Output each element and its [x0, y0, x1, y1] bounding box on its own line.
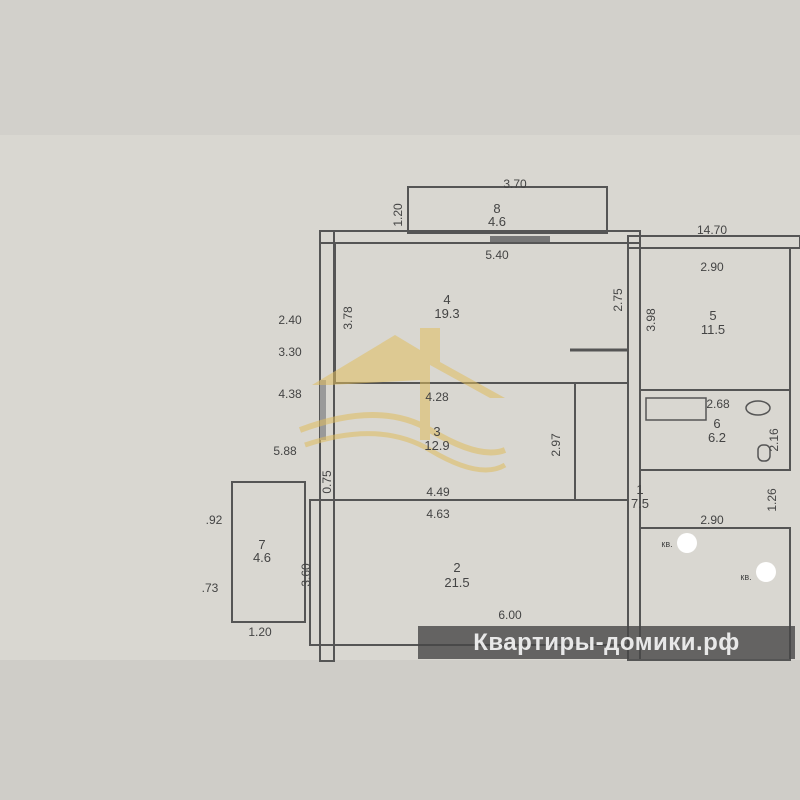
dim-label: 2.90: [700, 513, 724, 527]
redaction-dot: [677, 533, 697, 553]
blurred-top-band: [0, 0, 800, 135]
neighbor-flat-outline: [639, 527, 791, 661]
dim-label: 5.40: [485, 248, 509, 262]
dim-label: 2.40: [278, 313, 302, 327]
dim-label: 0.75: [320, 470, 334, 494]
dim-label: 3.98: [644, 308, 658, 332]
house-logo-watermark: [298, 328, 507, 473]
dim-label: 5.88: [273, 444, 297, 458]
sink-icon: [745, 400, 771, 416]
room-number: 3: [433, 424, 440, 439]
dim-label: 1.20: [248, 625, 272, 639]
dim-label: 4.49: [426, 485, 450, 499]
dim-label: 3.30: [278, 345, 302, 359]
room-number: 5: [709, 308, 716, 323]
dim-label: 3.60: [299, 563, 313, 587]
dim-label: 4.28: [425, 390, 449, 404]
walls: [231, 186, 800, 662]
room-area: 7.5: [631, 496, 649, 511]
room-number: 8: [493, 201, 500, 216]
dim-label: 2.75: [611, 288, 625, 312]
room-area: 19.3: [434, 306, 459, 321]
dim-label: 1.20: [391, 203, 405, 227]
redaction-dot: [756, 562, 776, 582]
dim-label: 2.68: [706, 397, 730, 411]
dim-label: 3.78: [341, 306, 355, 330]
bathtub-icon: [645, 397, 707, 421]
balcony-7-outline: [231, 481, 306, 623]
room-area: 11.5: [701, 322, 725, 337]
room-area: 6.2: [708, 430, 726, 445]
room-number: 7: [258, 537, 265, 552]
dim-label: 2.97: [549, 433, 563, 457]
dim-label: .73: [202, 581, 219, 595]
blurred-bottom-band: [0, 660, 800, 800]
room-area: 4.6: [488, 214, 506, 229]
room-number: 1: [636, 482, 643, 497]
balcony-8-outline: [407, 186, 608, 234]
room-area: 21.5: [444, 575, 469, 590]
watermark-banner: Квартиры-домики.рф: [418, 626, 795, 659]
dim-label: .92: [206, 513, 223, 527]
room-labels: 8 4.6 4 19.3 5 11.5 3 12.9 6 6.2 1 7.5 7…: [253, 201, 752, 590]
room-number: 6: [713, 416, 720, 431]
toilet-icon: [757, 444, 771, 462]
neighbor-flat-label: кв.: [740, 572, 751, 582]
dim-label: 2.90: [700, 260, 724, 274]
dim-label: 14.70: [697, 223, 727, 237]
room-number: 2: [453, 560, 460, 575]
room-area: 4.6: [253, 550, 271, 565]
neighbor-flat-label: кв.: [661, 539, 672, 549]
dimension-labels: 3.70 1.20 5.40 3.78 2.75 2.40 3.30 4.38 …: [202, 177, 781, 639]
room-area: 12.9: [424, 438, 449, 453]
room-6-outline: [639, 389, 791, 471]
room-number: 4: [443, 292, 450, 307]
dim-label: 6.00: [498, 608, 522, 622]
dim-label: 1.26: [765, 488, 779, 512]
dim-label: 4.38: [278, 387, 302, 401]
dim-label: 2.16: [767, 428, 781, 452]
dim-label: 4.63: [426, 507, 450, 521]
dim-label: 3.70: [503, 177, 527, 191]
